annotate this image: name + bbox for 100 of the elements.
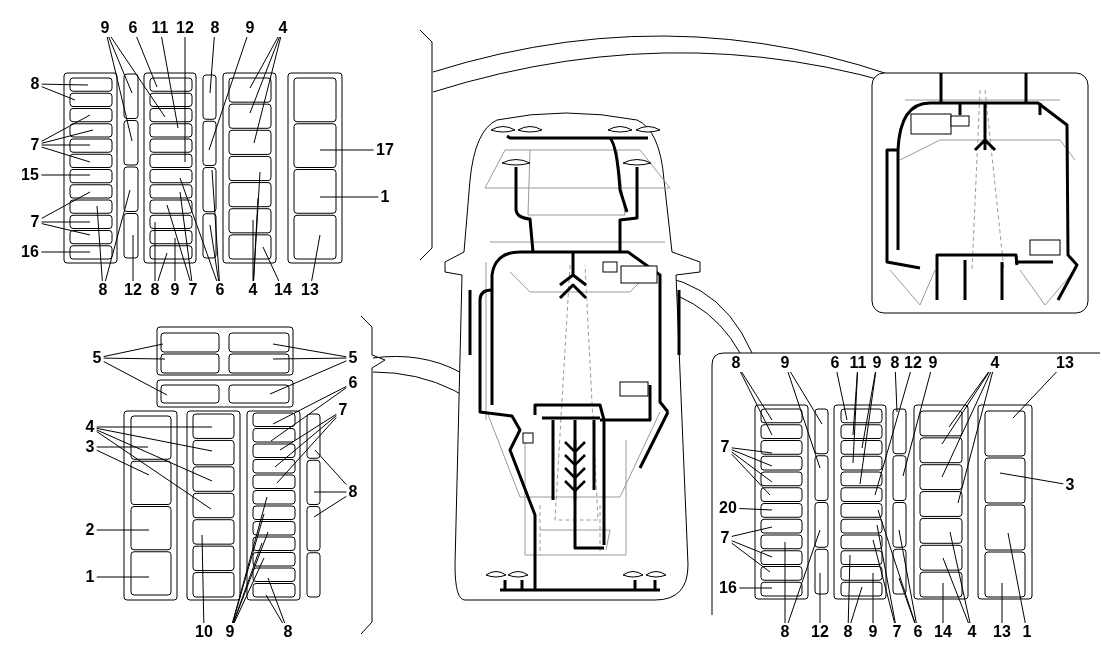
- callout-number: 8: [30, 75, 40, 93]
- leader-line: [157, 252, 168, 282]
- leader-line: [184, 36, 186, 163]
- leader-line: [942, 582, 944, 624]
- leader-line: [861, 371, 876, 449]
- leader-line: [876, 524, 896, 624]
- leader-line: [179, 191, 193, 282]
- callout-number: 5: [92, 349, 102, 367]
- leader-line: [252, 219, 254, 282]
- leader-line: [106, 36, 133, 142]
- callout-number: 9: [225, 623, 235, 641]
- callout-number: 1: [380, 188, 390, 206]
- leader-line: [847, 554, 851, 624]
- leader-line: [41, 221, 91, 223]
- leader-line: [902, 371, 932, 477]
- callout-number: 8: [283, 623, 293, 641]
- callout-number: 3: [1065, 476, 1075, 494]
- callout-number: 2: [85, 521, 95, 539]
- callout-number: 9: [868, 623, 878, 641]
- callout-number: 1: [85, 568, 95, 586]
- callout-number: 8: [890, 354, 900, 372]
- leader-line: [108, 36, 133, 94]
- leader-line: [262, 246, 280, 282]
- callout-number: 8: [210, 19, 220, 37]
- callout-number: 7: [338, 401, 348, 419]
- leader-line: [249, 36, 279, 89]
- callout-number: 17: [376, 141, 394, 159]
- leader-line: [731, 453, 771, 496]
- leader-line: [872, 572, 874, 624]
- leader-line: [272, 385, 347, 425]
- leader-line: [877, 509, 916, 624]
- leader-line: [253, 36, 282, 144]
- leader-line: [104, 189, 131, 282]
- leader-line: [836, 371, 848, 421]
- leader-line: [314, 449, 347, 486]
- callout-number: 14: [274, 281, 292, 299]
- leader-line: [208, 36, 248, 151]
- leader-line: [279, 413, 337, 451]
- leader-line: [784, 541, 786, 624]
- callout-number: 16: [21, 243, 39, 261]
- leader-line: [232, 513, 265, 624]
- callout-number: 12: [904, 354, 922, 372]
- leader-line: [731, 540, 773, 558]
- leader-line: [740, 371, 773, 436]
- callout-number: 6: [128, 19, 138, 37]
- leader-line: [41, 191, 91, 219]
- callout-number: 16: [719, 579, 737, 597]
- callout-number: 9: [100, 19, 110, 37]
- leader-line: [957, 371, 994, 504]
- leader-line: [96, 576, 150, 578]
- callout-number: 13: [1056, 354, 1074, 372]
- callout-number: 6: [830, 354, 840, 372]
- leader-line: [179, 177, 218, 282]
- leader-line: [941, 371, 990, 445]
- leader-line: [96, 429, 213, 482]
- callout-number: 4: [967, 623, 977, 641]
- leader-line: [276, 416, 337, 484]
- leader-line: [209, 36, 215, 94]
- leader-line: [231, 496, 268, 624]
- leader-line: [211, 169, 220, 282]
- leader-line: [738, 508, 773, 511]
- leader-line: [103, 361, 168, 396]
- leader-line: [731, 542, 771, 573]
- leader-line: [272, 357, 347, 360]
- leader-line: [311, 234, 321, 282]
- leader-line: [41, 146, 91, 163]
- callout-number: 5: [348, 349, 358, 367]
- leader-line: [96, 446, 149, 448]
- leader-line: [787, 529, 821, 624]
- callout-number: 9: [872, 354, 882, 372]
- leader-line: [731, 449, 773, 467]
- leader-line: [1007, 532, 1026, 624]
- leader-line: [136, 36, 158, 88]
- callout-number: 8: [843, 623, 853, 641]
- leader-line: [819, 572, 821, 624]
- leader-line: [41, 83, 89, 86]
- callout-number: 8: [150, 281, 160, 299]
- leader-line: [96, 205, 103, 282]
- leader-line: [894, 371, 898, 413]
- leader-line: [898, 577, 916, 624]
- leader-line: [96, 426, 213, 428]
- callout-number: 9: [245, 19, 255, 37]
- leader-line: [96, 449, 150, 476]
- callout-number: 13: [301, 281, 319, 299]
- leader-line: [40, 251, 91, 253]
- leader-line: [41, 144, 91, 146]
- leader-line: [41, 114, 91, 142]
- leader-line: [948, 371, 990, 428]
- leader-line: [941, 371, 992, 478]
- callout-number: 6: [913, 623, 923, 641]
- callout-number: 14: [934, 623, 952, 641]
- leader-line: [154, 221, 156, 282]
- leader-line: [1012, 371, 1057, 419]
- leader-line: [898, 529, 917, 624]
- callout-number: 4: [990, 354, 1000, 372]
- callout-number: 12: [124, 281, 142, 299]
- callout-number: 7: [892, 623, 902, 641]
- callout-number: 7: [720, 438, 730, 456]
- callout-number: 1: [1022, 623, 1032, 641]
- leader-line: [110, 36, 166, 118]
